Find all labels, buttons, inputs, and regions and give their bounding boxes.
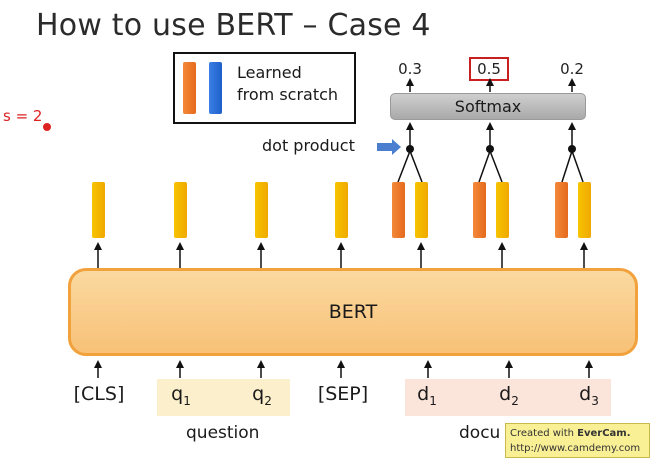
output-vector-d2 (496, 182, 509, 238)
token-cls: [CLS] (73, 383, 125, 405)
side-note-text: s = 2 (3, 107, 43, 125)
token-d3-base: d (579, 383, 592, 405)
side-note: s = 2 (3, 107, 42, 125)
legend-label-line1: Learned (237, 63, 302, 82)
bert-model-box: BERT (68, 268, 638, 356)
token-q1-sub: 1 (183, 393, 191, 408)
side-note-dot (43, 123, 51, 131)
output-vector-sep (335, 182, 348, 238)
evercam-watermark: Created with EverCam. http://www.camdemy… (505, 423, 650, 458)
token-d1-base: d (417, 383, 430, 405)
output-vector-d1 (415, 182, 428, 238)
learned-vector-d2 (473, 182, 486, 238)
token-q2-sub: 2 (264, 393, 272, 408)
output-vector-q1 (174, 182, 187, 238)
watermark-brand: EverCam. (577, 428, 631, 439)
softmax-box: Softmax (390, 93, 586, 120)
question-group-label: question (186, 423, 260, 443)
legend-label: Learned from scratch (237, 62, 362, 106)
token-d3: d3 (554, 383, 624, 408)
watermark-line1: Created with EverCam. (510, 426, 645, 441)
token-q1-base: q (171, 383, 184, 405)
dot-inputs-3 (561, 148, 584, 183)
question-highlight (157, 379, 290, 416)
dot-product-label: dot product (262, 136, 355, 155)
watermark-prefix: Created with (510, 428, 578, 439)
softmax-output-3: 0.2 (560, 60, 584, 78)
token-sep: [SEP] (317, 383, 369, 405)
token-d2: d2 (474, 383, 544, 408)
token-q1: q1 (146, 383, 216, 408)
document-group-label: docu (459, 423, 501, 443)
token-d1: d1 (392, 383, 462, 408)
output-vector-q2 (255, 182, 268, 238)
token-d2-sub: 2 (511, 393, 519, 408)
output-vector-d3 (578, 182, 591, 238)
token-d1-sub: 1 (429, 393, 437, 408)
document-highlight (405, 379, 611, 416)
softmax-output-1: 0.3 (398, 60, 422, 78)
token-d2-base: d (499, 383, 512, 405)
token-d3-sub: 3 (591, 393, 599, 408)
legend-blue-vector (209, 62, 222, 114)
legend-orange-vector (183, 62, 196, 114)
legend-label-line2: from scratch (237, 85, 339, 104)
dot-inputs-1 (397, 148, 423, 183)
dot-inputs-2 (478, 148, 503, 183)
learned-vector-d1 (392, 182, 405, 238)
token-q2-base: q (252, 383, 265, 405)
token-q2: q2 (227, 383, 297, 408)
output-vector-cls (92, 182, 105, 238)
learned-vector-d3 (555, 182, 568, 238)
slide-title: How to use BERT – Case 4 (36, 8, 431, 43)
dot-product-pointer-arrow (377, 139, 401, 155)
watermark-line2: http://www.camdemy.com (510, 443, 641, 454)
legend-box (173, 52, 356, 124)
